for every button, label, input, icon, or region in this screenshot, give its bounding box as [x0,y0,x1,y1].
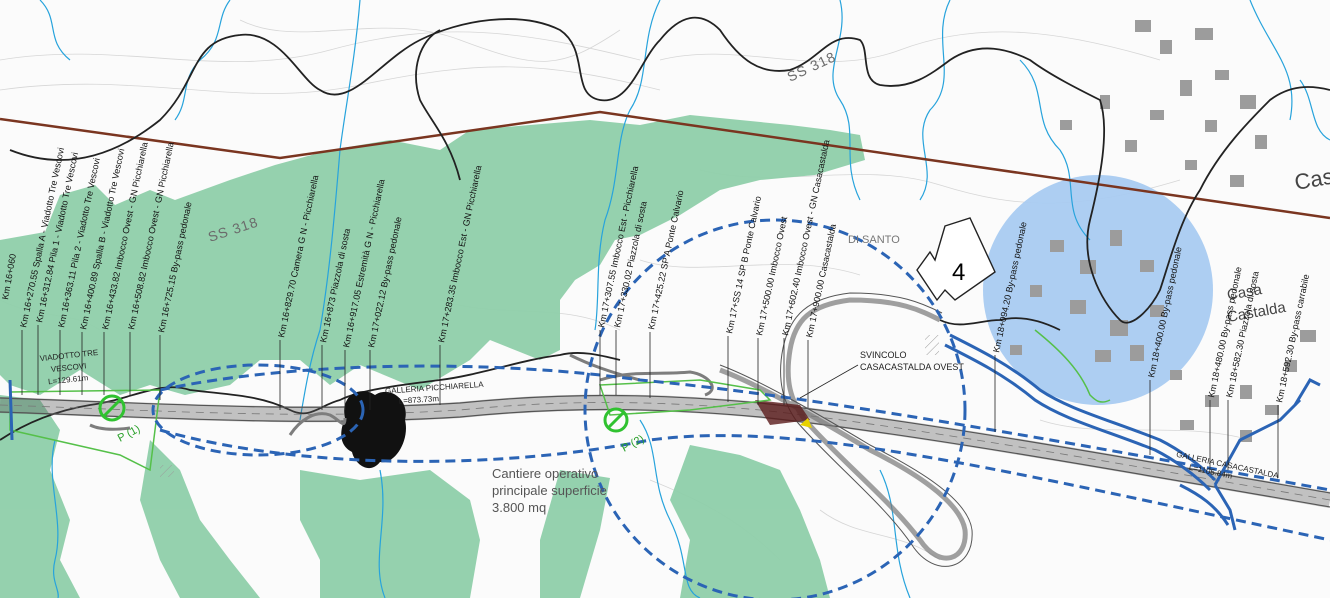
buildings [160,20,1316,477]
drainage-lines [8,333,1321,531]
svg-text:L=129.61m: L=129.61m [48,373,89,386]
road-label-di-santo: DI SANTO [848,234,900,246]
site-detail [755,400,810,425]
boundary-line [9,16,1330,324]
boundary-line-left [415,29,461,181]
construction-site-label: Cantiere operativo principale superficie… [492,466,607,515]
motorway [0,394,1330,508]
svg-text:CASACASTALDA OVEST: CASACASTALDA OVEST [860,362,964,372]
vegetation-areas [0,115,865,598]
tunnel-portal-blob [341,391,406,469]
interchange-ramp-outer [719,292,973,567]
impact-area-boundaries [151,218,1330,598]
svincolo-leader [799,364,859,399]
callout-number: 4 [952,259,965,286]
site-detail-yellow [800,418,812,428]
callout-arrow-4[interactable]: 4 [916,217,996,302]
svg-text:3.800 mq: 3.800 mq [492,500,546,515]
label-svincolo: SVINCOLO CASACASTALDA OVEST [860,350,964,372]
boundary-line-right [939,317,1061,331]
svg-text:Cantiere operativo: Cantiere operativo [492,466,598,481]
site-marker-p1[interactable] [98,394,126,422]
place-label-casa: Casa [1226,281,1264,304]
svg-text:VESCOVI: VESCOVI [50,361,86,374]
road-label-ss318-top: SS 318 [785,48,839,84]
site-marker-p2[interactable] [603,407,629,433]
interchange-ramp [719,297,968,561]
site-marker-p2-label: P (2) [620,433,647,455]
svg-text:L=873.73m: L=873.73m [398,394,439,406]
power-line [0,110,1330,220]
place-label-cas: Cas [1293,164,1330,195]
site-marker-p1-label: P (1) [116,423,143,445]
svg-text:SVINCOLO: SVINCOLO [860,350,907,360]
svg-text:principale superficie: principale superficie [492,483,607,498]
